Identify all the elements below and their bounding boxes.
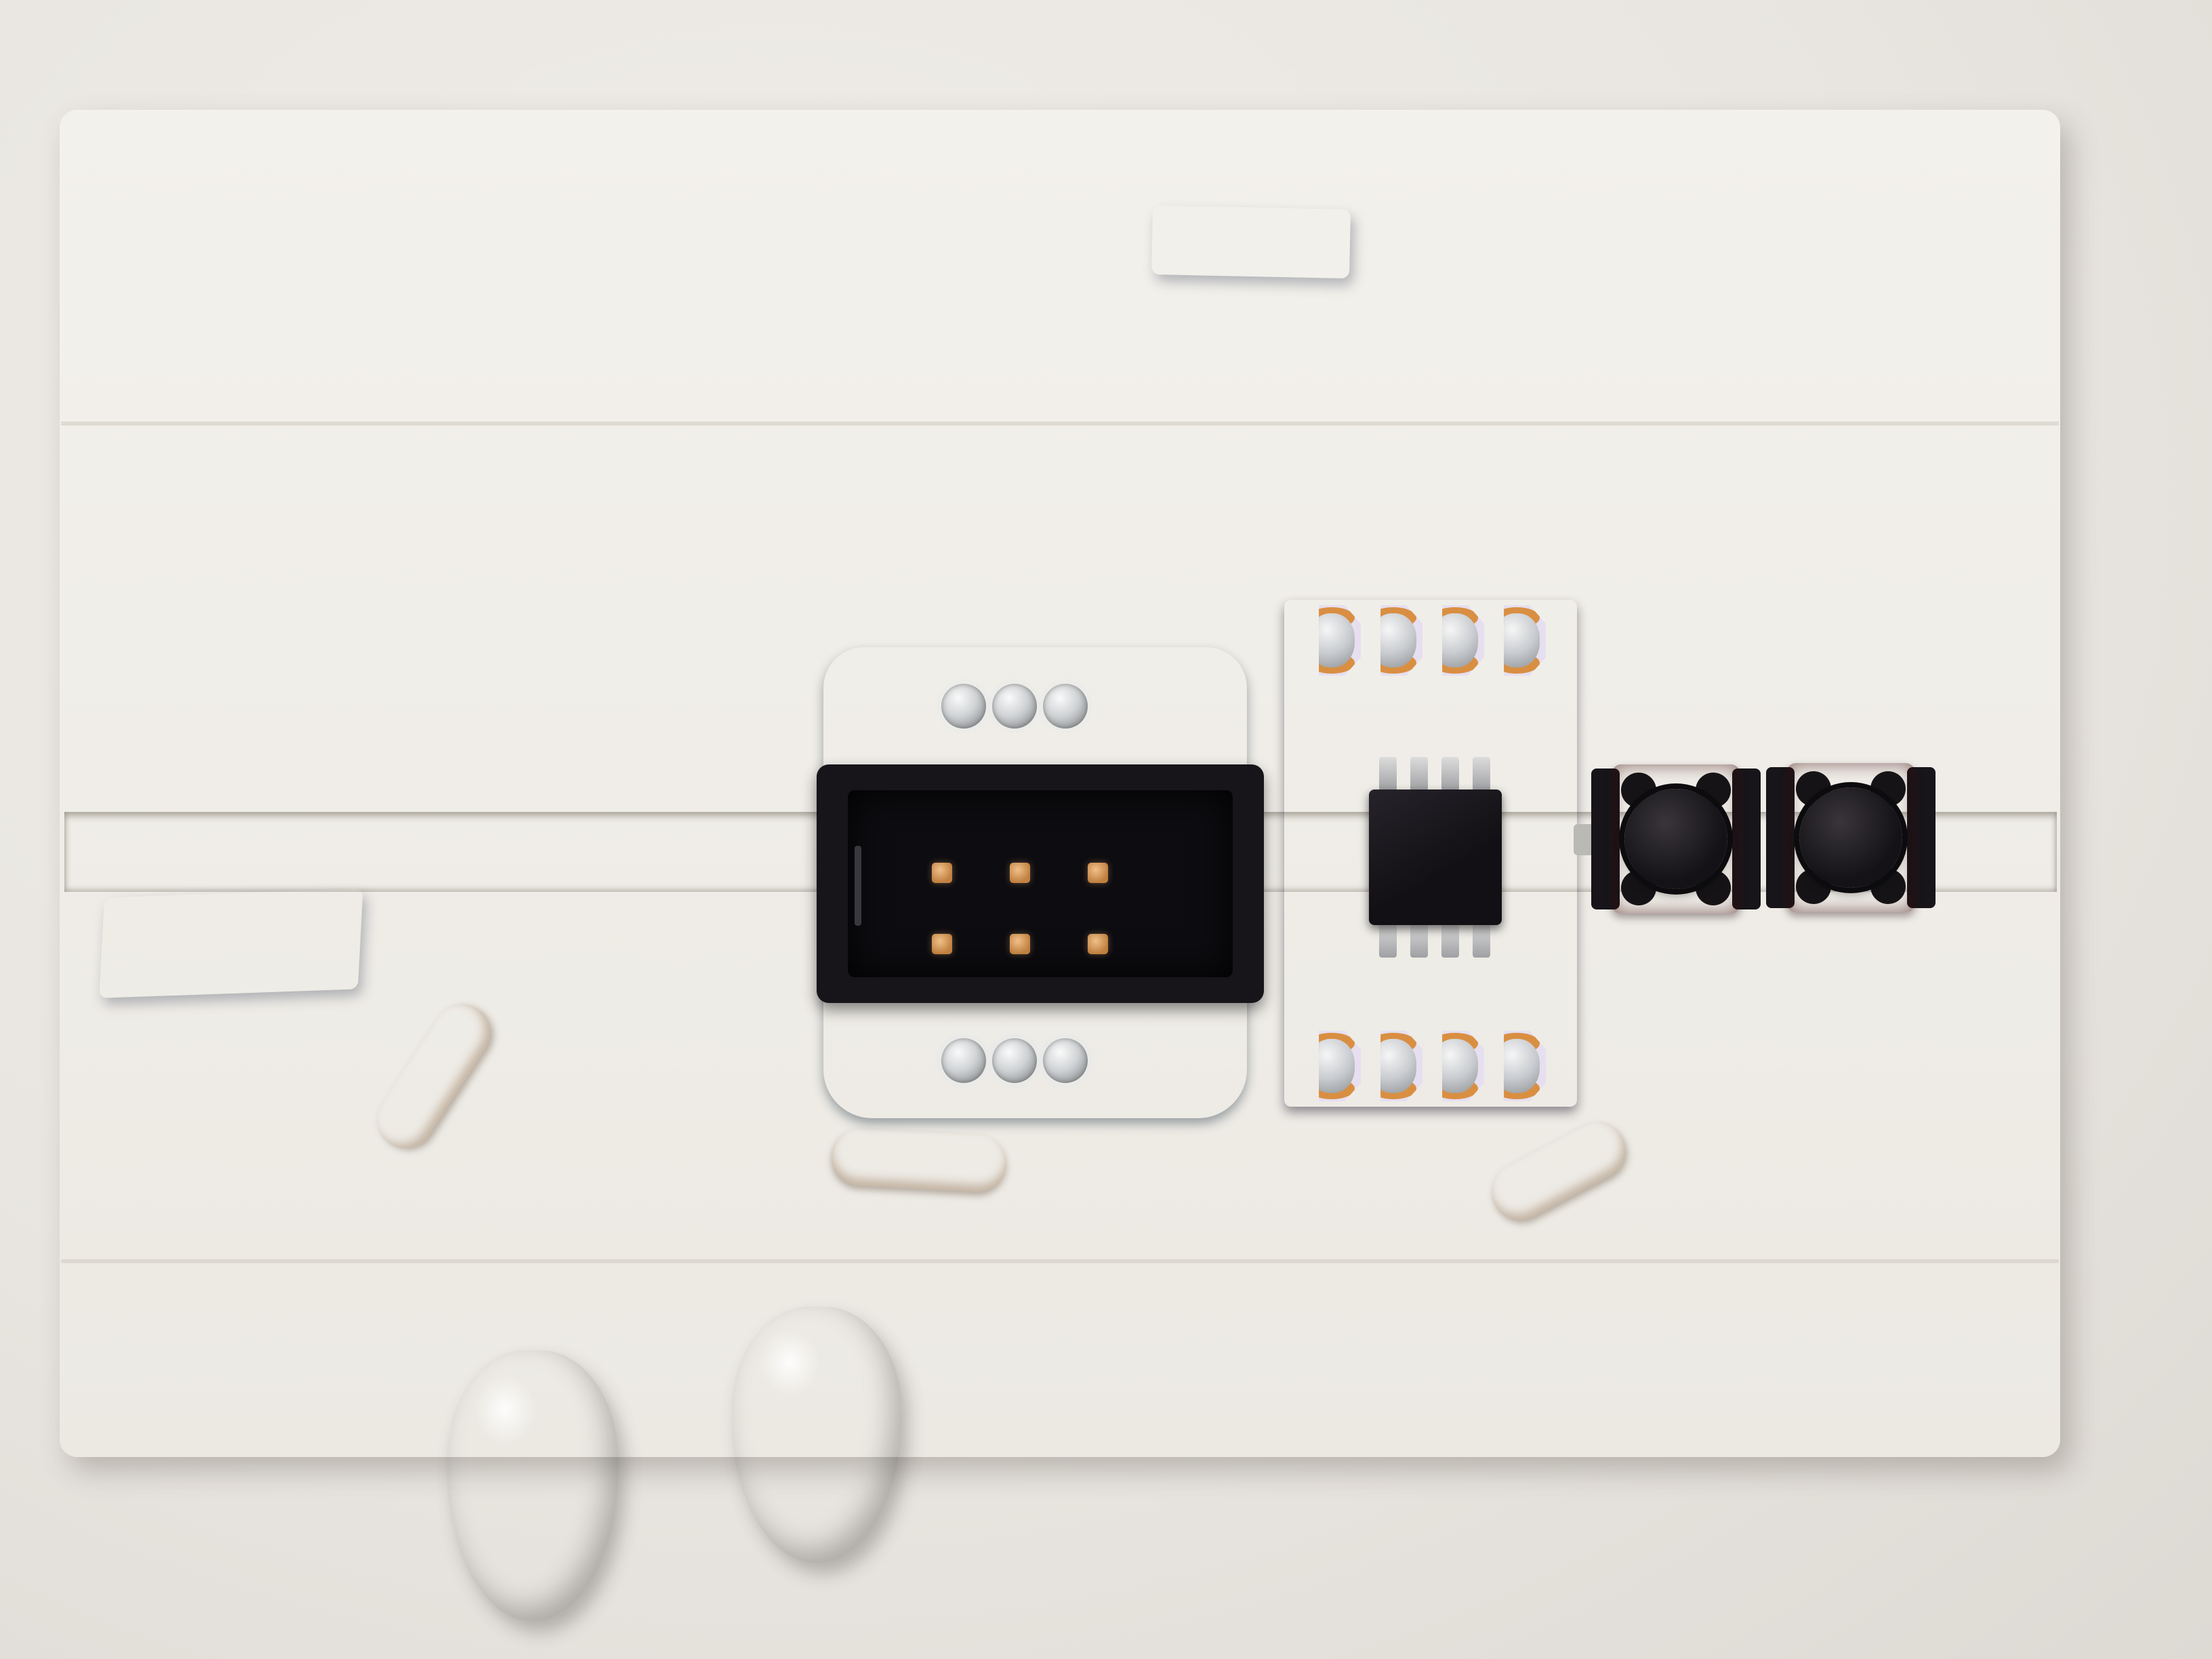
idc-pin: [932, 934, 952, 954]
octagon-pad: [1504, 605, 1546, 676]
button-side: [1766, 767, 1795, 908]
tactile-pushbutton-left: [1574, 762, 1761, 916]
chip-lead: [1441, 924, 1459, 958]
board-seam-top: [61, 422, 2059, 426]
button-cap: [1799, 787, 1902, 888]
button-side: [1907, 767, 1936, 908]
octagon-pad: [1504, 1031, 1546, 1101]
soic8-chip: [1369, 790, 1502, 925]
idc-pin: [1088, 863, 1108, 883]
idc-recess: [848, 790, 1233, 977]
chip-lead: [1379, 757, 1397, 791]
solder-pad: [1043, 1038, 1088, 1083]
octagon-pad: [1380, 605, 1422, 676]
solder-pad: [941, 684, 986, 729]
idc-polarity-notch: [855, 846, 861, 926]
octagon-pad: [1380, 1031, 1422, 1101]
chip-lead: [1473, 757, 1490, 791]
bottom-rail-red-line: [203, 1277, 1952, 1296]
tactile-pushbutton-right: [1766, 760, 1936, 915]
chip-lead: [1473, 924, 1490, 958]
button-pin-clip: [1574, 824, 1594, 855]
soic8-adapter-board: [1284, 600, 1577, 1107]
board-seam-bottom: [61, 1259, 2059, 1263]
resistor-middle-horizontal: [830, 1127, 1008, 1193]
solder-pad: [992, 684, 1037, 729]
jumper-block-top: [1151, 205, 1351, 279]
octagon-pad: [1442, 605, 1484, 676]
solder-pad: [992, 1038, 1037, 1083]
idc-pin: [1010, 934, 1030, 954]
button-cap: [1624, 789, 1727, 889]
idc-pin: [1010, 863, 1030, 883]
idc-pin: [932, 863, 952, 883]
idc-6pin-header: [817, 764, 1264, 1003]
idc-pin: [1088, 934, 1108, 954]
jumper-block-left: [99, 888, 363, 998]
octagon-pad: [1319, 1031, 1361, 1101]
solder-pad: [941, 1038, 986, 1083]
chip-lead: [1410, 757, 1428, 791]
octagon-pad: [1319, 605, 1361, 676]
green-led: [447, 1350, 618, 1621]
top-rail-blue-line: [203, 398, 1945, 416]
chip-lead: [1441, 757, 1459, 791]
top-rail-red-line: [203, 241, 1959, 262]
solder-pad: [1043, 684, 1088, 729]
red-led: [732, 1307, 901, 1563]
octagon-pad: [1442, 1031, 1484, 1101]
isp-breakout-board: [817, 647, 1264, 1118]
chip-lead: [1410, 924, 1428, 958]
chip-lead: [1379, 924, 1397, 958]
button-side: [1732, 769, 1761, 909]
button-side: [1591, 769, 1620, 909]
